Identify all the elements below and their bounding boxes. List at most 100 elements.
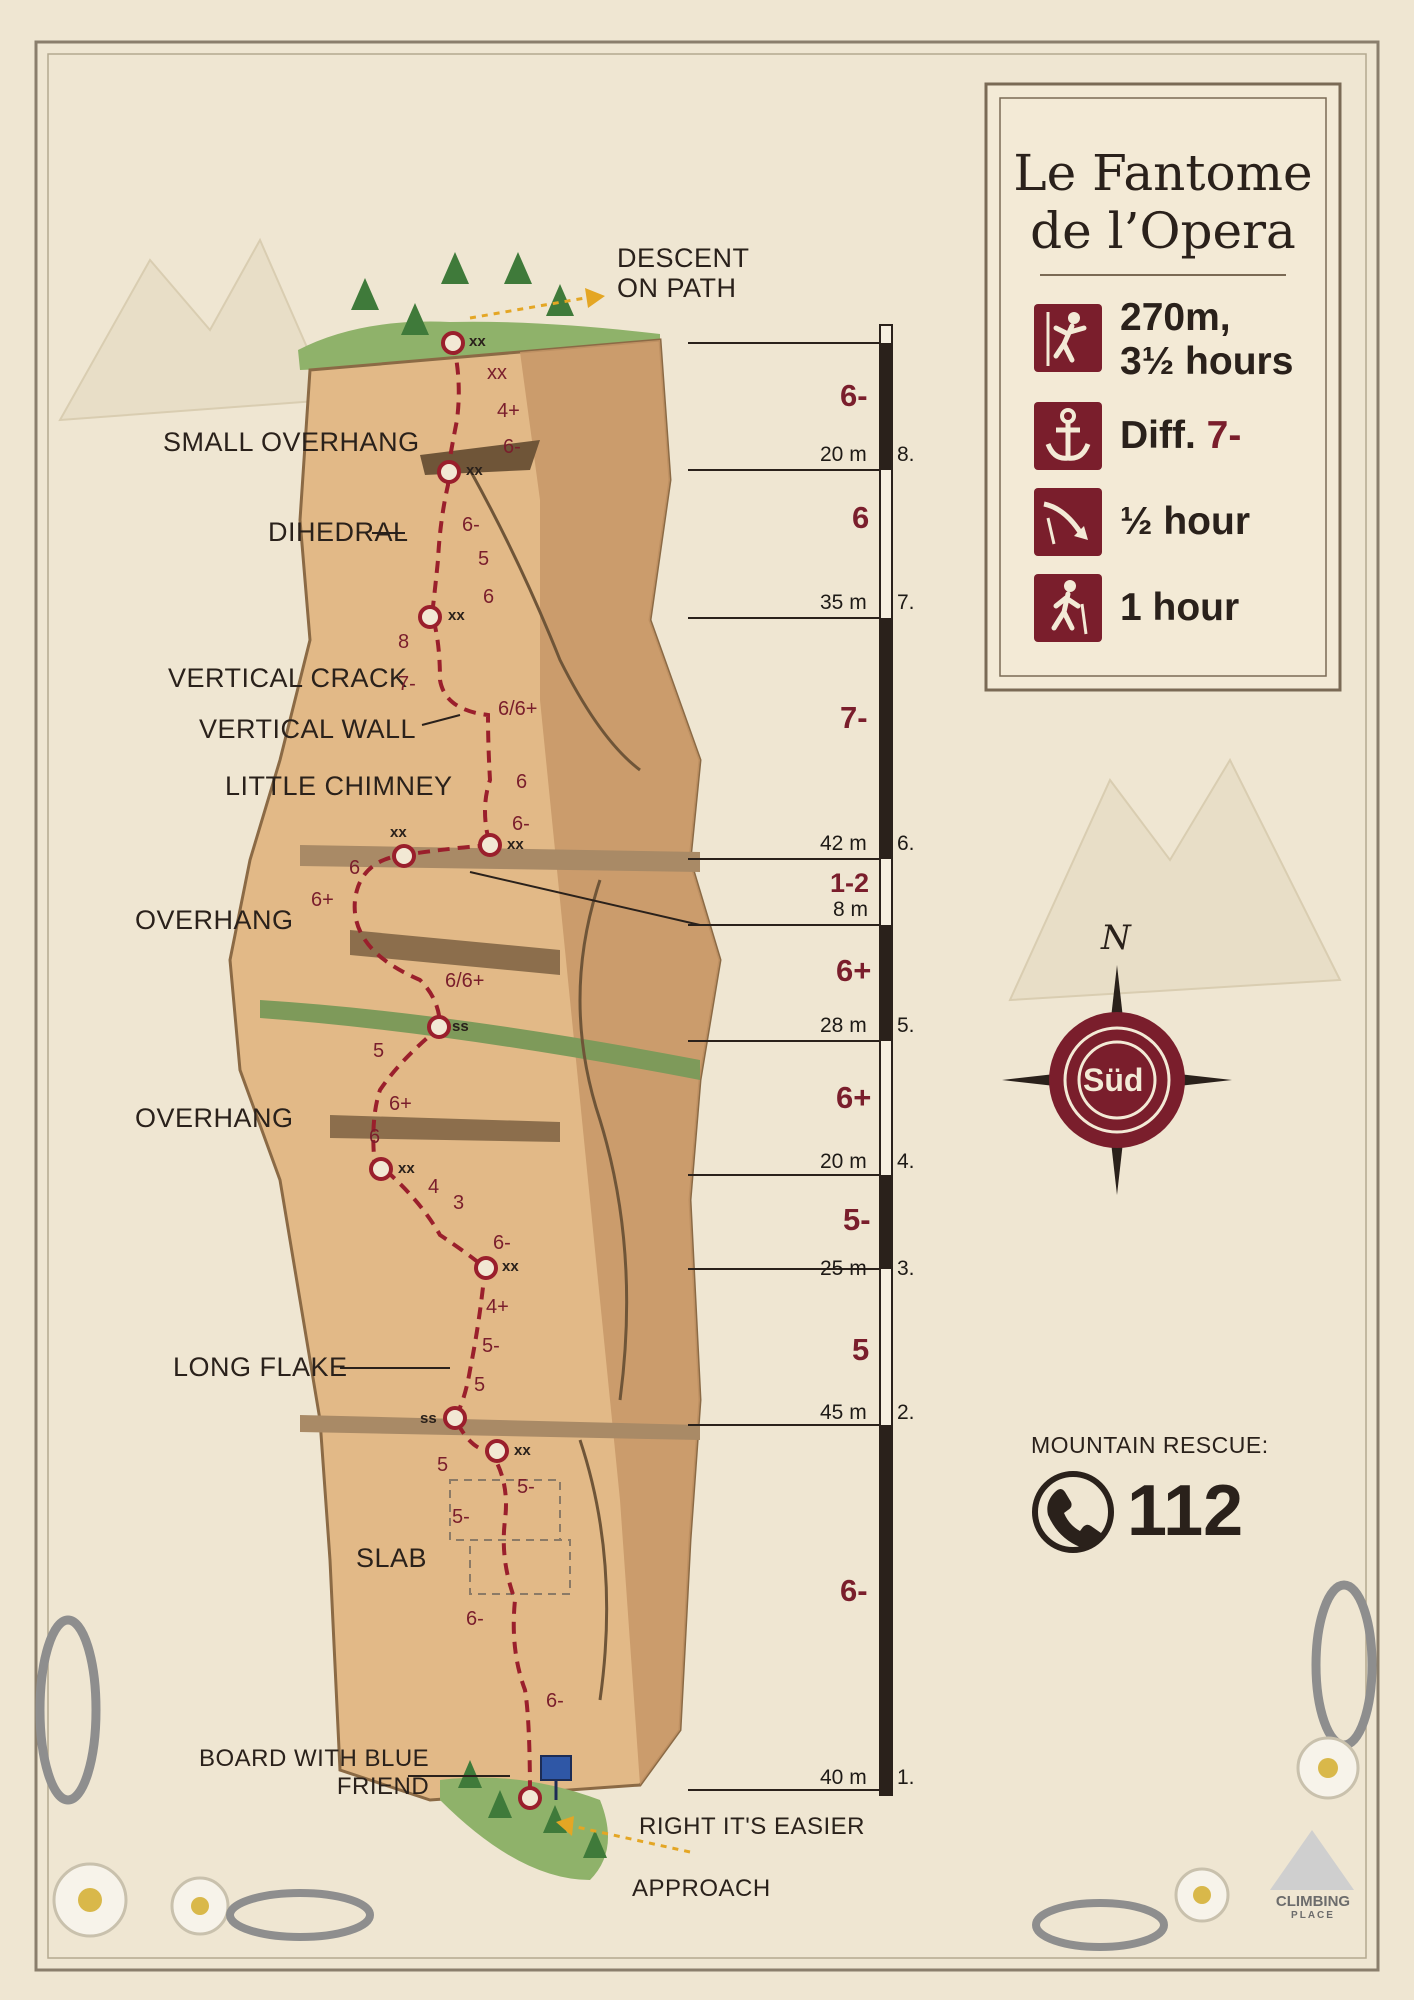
rock-crack — [578, 1439, 609, 1701]
tree-icon — [488, 1790, 512, 1818]
descent-line1: DESCENT — [617, 243, 750, 273]
route-grade: 4+ — [486, 1296, 509, 1318]
base-grass — [440, 1777, 608, 1880]
slab-label: SLAB — [356, 1543, 428, 1573]
route-line — [352, 342, 532, 1799]
vertical-crack-label: VERTICAL CRACK — [168, 663, 408, 693]
page-frame-inner — [47, 53, 1367, 1959]
belay-stations — [369, 331, 542, 1810]
rescue-label: MOUNTAIN RESCUE: — [1031, 1432, 1269, 1458]
phone-handset — [1047, 1489, 1103, 1549]
route-grade: 6- — [466, 1608, 484, 1630]
route-grade: 5 — [474, 1374, 486, 1396]
route-grade: 6 — [516, 771, 528, 793]
belay-station-icon — [443, 1406, 467, 1430]
climber-icon — [1034, 304, 1102, 372]
blue-board-icon — [540, 1755, 572, 1781]
descent-arrow — [469, 296, 586, 320]
tree-icon — [504, 252, 532, 284]
overhang-upper-label: OVERHANG — [135, 905, 294, 935]
scale-segment — [880, 343, 892, 470]
logo-line1: CLIMBING — [1275, 1893, 1351, 1910]
pitch-1-grade: 6- — [840, 1573, 868, 1608]
small-overhang-label: SMALL OVERHANG — [163, 427, 420, 457]
pitch-5-length: 28 m — [820, 1014, 867, 1037]
rock-ledge — [300, 1415, 700, 1440]
route-grade: 6 — [483, 586, 495, 608]
route-grade: 6- — [503, 436, 521, 458]
route-grade: 5 — [478, 548, 490, 570]
board-label: BOARD WITH BLUE FRIEND — [199, 1745, 429, 1801]
belay-station-icon — [437, 460, 461, 484]
difficulty-prefix: Diff. — [1120, 414, 1196, 457]
rock-crack — [468, 469, 641, 772]
route-climb-time: 3½ hours — [1120, 340, 1294, 383]
descent-arrow-icon — [1034, 488, 1102, 556]
pitch-2-grade: 5 — [852, 1332, 870, 1367]
rescue-number: 112 — [1127, 1471, 1244, 1551]
route-grade: 6+ — [389, 1093, 412, 1115]
compass-rose-icon — [1002, 965, 1232, 1195]
edelweiss-center — [1193, 1886, 1211, 1904]
route-info-panel: Le Fantome de l’Opera 270m, 3½ hours Dif… — [986, 84, 1340, 690]
logo-mountain-icon — [1270, 1830, 1354, 1890]
carabiner-icon — [35, 1615, 101, 1805]
route-grade: 5- — [517, 1476, 535, 1498]
approach-label: APPROACH — [632, 1875, 771, 1902]
pitch-5-grade: 6+ — [836, 953, 872, 988]
route-grade: 5- — [452, 1506, 470, 1528]
pitch-4-length: 20 m — [820, 1150, 867, 1173]
route-grade: 3 — [453, 1192, 465, 1214]
anchor-label: xx — [469, 333, 486, 350]
tree-icon — [458, 1760, 482, 1788]
hiker-icon — [1034, 574, 1102, 642]
tree-icon — [546, 284, 574, 316]
route-grade: 6/6+ — [445, 970, 485, 992]
pitch-3-grade: 5- — [843, 1202, 871, 1237]
scale-segment — [880, 1175, 892, 1269]
pitch-4-grade: 6+ — [836, 1080, 872, 1115]
pitch-5-number: 5. — [897, 1014, 915, 1037]
route-grade: 6- — [546, 1690, 564, 1712]
info-panel-border — [999, 97, 1327, 677]
tree-icon — [441, 252, 469, 284]
route-grade: 6 — [349, 857, 361, 879]
route-title-line2: de l’Opera — [1030, 202, 1296, 260]
overhang-lower-label: OVERHANG — [135, 1103, 294, 1133]
decoration-bottom-right — [1032, 1580, 1377, 1951]
carabiner-icon — [1032, 1899, 1168, 1951]
scale-segment — [880, 925, 892, 1041]
pitch-3-number: 3. — [897, 1257, 915, 1280]
route-grade: 6- — [512, 813, 530, 835]
pitch-6-number: 6. — [897, 832, 915, 855]
pitch-8-number: 8. — [897, 443, 915, 466]
pitch-2-length: 45 m — [820, 1401, 867, 1424]
belay-station-icon — [474, 1256, 498, 1280]
pitch-6-length: 42 m — [820, 832, 867, 855]
tree-icons — [351, 252, 607, 1858]
belay-station-icon — [441, 331, 465, 355]
route-grade: xx — [487, 362, 507, 384]
slab-outline — [469, 1539, 571, 1595]
background-mountain — [1008, 757, 1342, 1002]
board-line2: FRIEND — [336, 1773, 430, 1800]
compass-ring — [1077, 1040, 1157, 1120]
belay-station-icon — [485, 1439, 509, 1463]
pitch-6-grade: 7- — [840, 700, 868, 735]
pitch-3-length: 25 m — [820, 1257, 867, 1280]
leader-lines — [340, 532, 701, 1777]
route-grade: 5 — [373, 1040, 385, 1062]
scale-segment — [880, 1425, 892, 1795]
leader-line — [469, 871, 701, 926]
tree-icon — [351, 278, 379, 310]
belay-station-icon — [418, 605, 442, 629]
descent-label: DESCENT ON PATH — [617, 243, 750, 303]
carabiner-icon — [1311, 1580, 1377, 1750]
tree-icon — [401, 303, 429, 335]
pitch-4-number: 4. — [897, 1150, 915, 1173]
phone-ring — [1032, 1471, 1114, 1553]
rock-ledge — [260, 1000, 700, 1080]
page-frame-outer — [34, 40, 1380, 1972]
route-grade: 5- — [482, 1335, 500, 1357]
